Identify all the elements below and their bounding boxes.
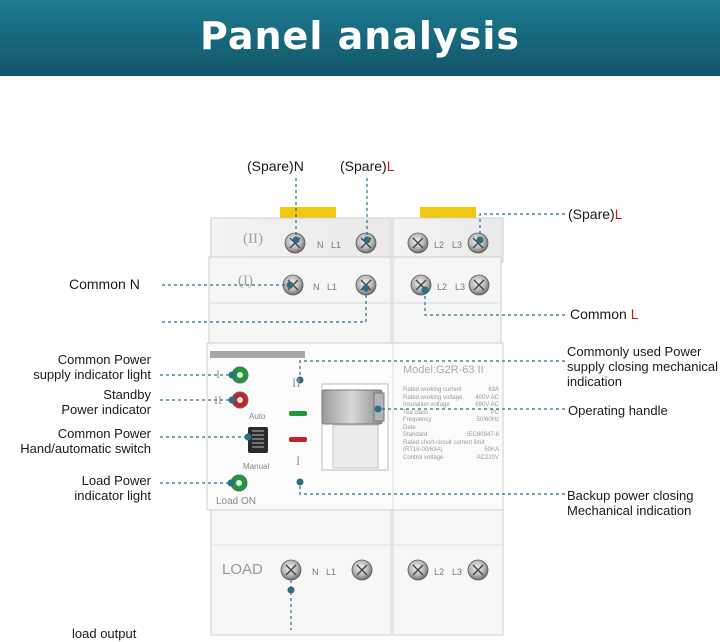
title-banner: Panel analysis <box>0 0 720 76</box>
switch-manual-label: Manual <box>243 462 270 471</box>
closing-indicator-red <box>289 437 307 442</box>
terminal-l1-ii: L1 <box>331 240 342 250</box>
terminal-l3-ii: L3 <box>452 240 463 250</box>
page-title: Panel analysis <box>200 14 520 58</box>
spec-row: Rated short-circuit current limit <box>403 439 485 446</box>
callout-load-indicator: Load Power indicator light <box>74 473 151 503</box>
terminal-n-ii: N <box>317 240 324 250</box>
callout-hand-auto-switch: Common Power Hand/automatic switch <box>20 426 151 456</box>
terminal-l1-load: L1 <box>326 567 337 577</box>
callout-operating-handle: Operating handle <box>568 403 668 418</box>
callout-common-l: Common L <box>570 306 639 322</box>
callout-spare-n: (Spare)N <box>247 158 304 174</box>
module-i-right <box>392 256 502 348</box>
operating-handle <box>321 389 383 425</box>
closing-indicator-green <box>289 411 307 416</box>
terminal-l2-ii: L2 <box>434 240 445 250</box>
terminal-l3-i: L3 <box>455 282 466 292</box>
indicator-roman-two: II <box>214 393 222 407</box>
terminal-l1-i: L1 <box>327 282 338 292</box>
terminal-n-i: N <box>313 282 320 292</box>
spec-row: (RT16-00/63A)50KA <box>403 447 499 453</box>
callout-spare-l-right: (Spare)L <box>568 206 623 222</box>
terminal-l2-load: L2 <box>434 567 445 577</box>
main-body-bar <box>210 351 305 358</box>
switch-auto-label: Auto <box>249 412 266 421</box>
module-i-left <box>208 256 392 348</box>
load-label: LOAD <box>222 561 263 578</box>
handle-roman-two: II <box>292 375 301 390</box>
callout-common-n: Common N <box>69 276 140 292</box>
spec-row: Date <box>403 424 416 431</box>
model-label: Model:G2R-63 II <box>403 364 484 376</box>
callout-closing-indication: Commonly used Power supply closing mecha… <box>567 344 719 389</box>
callout-standby-indicator: Standby Power indicator <box>61 387 151 417</box>
callout-load-output: load output <box>72 626 137 641</box>
module-ii-roman: (II) <box>243 231 263 247</box>
callout-spare-l: (Spare)L <box>340 158 395 174</box>
leader-dots <box>227 236 484 594</box>
terminal-l3-load: L3 <box>452 567 463 577</box>
load-on-label: Load ON <box>216 496 257 507</box>
terminal-n-load: N <box>312 567 319 577</box>
indicator-roman-one: I <box>216 367 220 381</box>
handle-roman-one: I <box>296 453 301 468</box>
callout-backup-indication: Backup power closing Mechanical indicati… <box>567 488 694 518</box>
terminal-l2-i: L2 <box>437 282 448 292</box>
module-i-roman: (I) <box>238 273 253 289</box>
callout-common-power-indicator: Common Power supply indicator light <box>33 352 151 382</box>
